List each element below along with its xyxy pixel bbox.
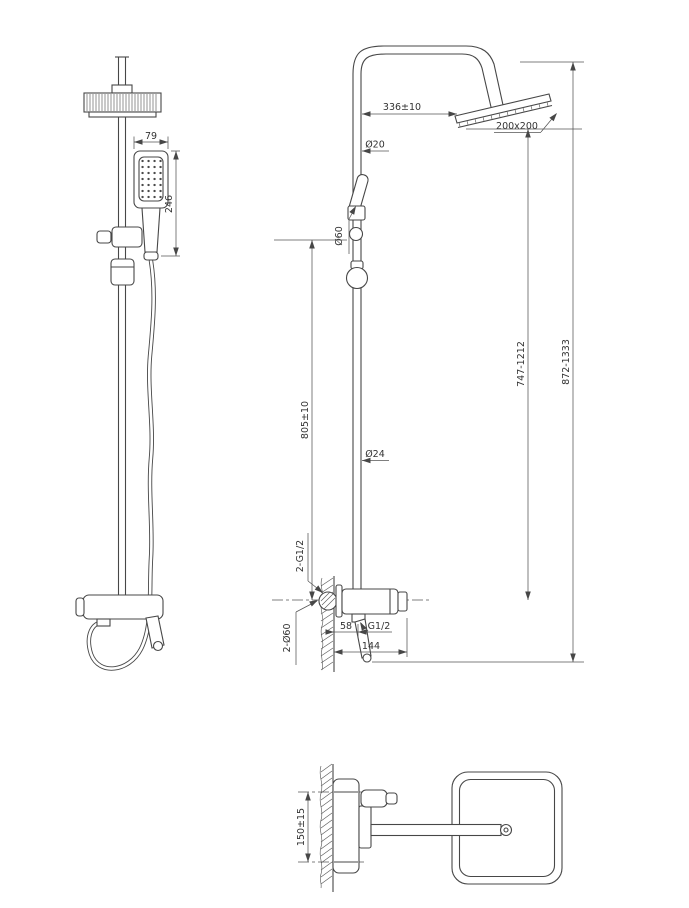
overhead-shower-front [83, 84, 162, 118]
label-d60: Ø60 [334, 226, 345, 246]
dim-arm-length: 336±10 [362, 102, 457, 117]
dim-total-height-range: 872-1333 [372, 61, 584, 663]
label-escutcheon-diameter: 2-Ø60 [282, 597, 320, 665]
riser-pipe-side [352, 45, 504, 594]
hand-shower-front [133, 150, 169, 261]
label-200x200: 200x200 [496, 121, 538, 132]
wall-section-top [319, 763, 334, 892]
label-riser-upper-diameter: Ø20 [362, 140, 389, 154]
label-2-g12: 2-G1/2 [295, 540, 306, 572]
mixer-side [272, 576, 430, 672]
dim-label-150: 150±15 [296, 808, 307, 846]
dim-label-79: 79 [145, 131, 157, 142]
dim-handshower-length: 246 [161, 150, 180, 257]
label-2-d60: 2-Ø60 [282, 623, 293, 652]
label-d20: Ø20 [365, 140, 385, 151]
dim-label-747-1212: 747-1212 [516, 341, 527, 387]
hand-shower-side [345, 174, 369, 290]
shower-hose [86, 258, 156, 671]
dim-label-805: 805±10 [300, 401, 311, 439]
label-d24: Ø24 [365, 449, 385, 460]
mixer-top [332, 778, 513, 874]
dim-label-336: 336±10 [383, 102, 421, 113]
label-g12: G1/2 [368, 621, 391, 632]
front-view: 79 246 [75, 56, 180, 671]
mixer-front [75, 594, 165, 652]
overhead-shower-side [454, 93, 553, 129]
dim-handshower-width: 79 [133, 131, 169, 149]
dim-inlet-spacing: 150±15 [296, 792, 311, 862]
side-view: 336±10 200x200 Ø20 Ø60 805±10 [272, 45, 584, 672]
dim-holder-height: 805±10 [274, 239, 347, 600]
dim-label-246: 246 [164, 195, 175, 213]
top-view: 150±15 [296, 763, 563, 892]
dim-mixer-side: 58 G1/2 144 [325, 618, 408, 657]
label-holder-diameter: Ø60 [334, 204, 359, 254]
label-riser-lower-diameter: Ø24 [362, 449, 389, 464]
dim-label-872-1333: 872-1333 [561, 339, 572, 385]
holder-bracket-front [96, 226, 143, 286]
label-inlet-thread: 2-G1/2 [295, 533, 325, 596]
dim-label-144: 144 [362, 641, 380, 652]
dim-label-58: 58 [340, 621, 352, 632]
dim-riser-height-range: 747-1212 [466, 128, 582, 600]
riser-pipe-front [115, 56, 129, 596]
